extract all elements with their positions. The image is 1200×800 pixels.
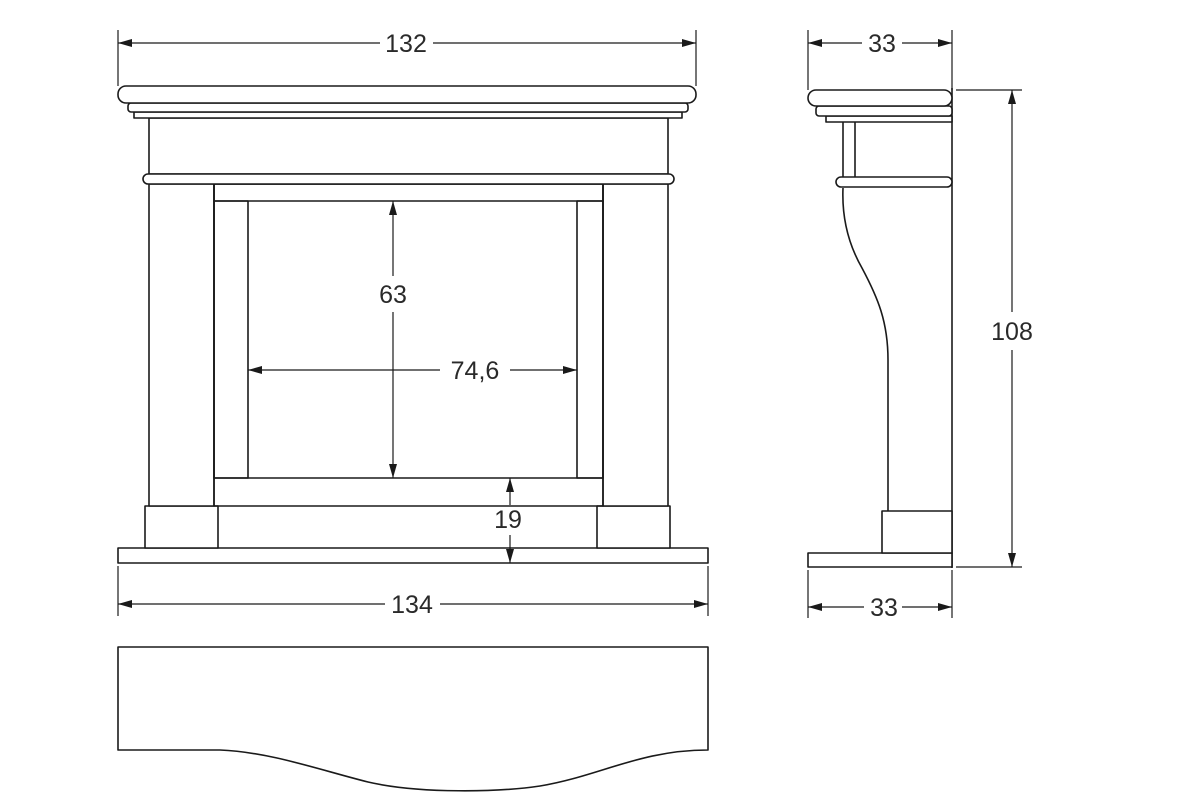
dimension-19: 19 — [494, 478, 522, 563]
dimension-33-bottom: 33 — [807, 570, 953, 622]
dimension-108: 108 — [956, 89, 1033, 568]
front-hearth-slab — [117, 547, 709, 564]
dimension-132: 132 — [117, 30, 697, 86]
bead-moulding — [142, 173, 675, 185]
dimension-label-132: 132 — [385, 30, 427, 58]
dimension-label-19: 19 — [494, 506, 522, 534]
mantel-shelf — [117, 85, 697, 104]
inner-surround-band — [213, 183, 604, 202]
side-bead-moulding — [835, 176, 953, 188]
cornice-underband — [133, 111, 683, 119]
plan-shelf-outline — [117, 646, 709, 792]
right-plinth — [596, 505, 671, 549]
right-inner-jamb — [576, 200, 604, 479]
dimension-label-33-bottom: 33 — [870, 594, 898, 622]
side-view — [807, 88, 953, 568]
dimension-63: 63 — [379, 201, 407, 478]
side-leg-profile — [842, 187, 889, 511]
front-view — [117, 85, 709, 564]
side-hearth-slab — [807, 552, 953, 568]
side-cornice-underband — [825, 115, 953, 123]
dimension-134: 134 — [117, 566, 709, 619]
left-leg — [148, 183, 215, 507]
side-mantel-shelf — [807, 89, 953, 107]
dimension-74-6: 74,6 — [248, 357, 577, 385]
dimension-label-134: 134 — [391, 591, 433, 619]
right-leg — [602, 183, 669, 507]
dimension-label-33-top: 33 — [868, 30, 896, 58]
left-plinth — [144, 505, 219, 549]
dimension-label-74-6: 74,6 — [451, 357, 500, 385]
dimension-label-108: 108 — [991, 318, 1033, 346]
left-inner-jamb — [213, 200, 249, 479]
side-cornice-band — [815, 105, 953, 117]
inner-surround — [213, 183, 604, 507]
frieze — [148, 117, 669, 175]
dimension-33-top: 33 — [807, 30, 953, 90]
cornice-band — [127, 102, 689, 113]
dimension-label-63: 63 — [379, 281, 407, 309]
side-plinth — [881, 510, 953, 554]
plan-view — [117, 646, 709, 792]
